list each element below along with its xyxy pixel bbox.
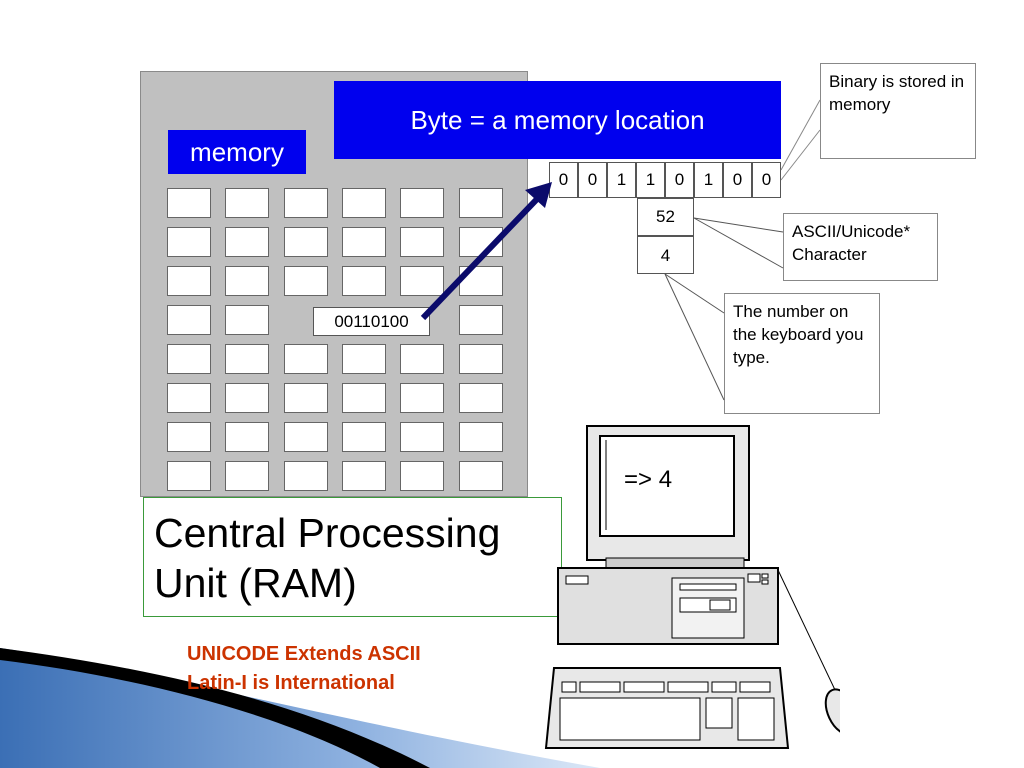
memory-cell <box>284 383 328 413</box>
memory-cell <box>167 227 211 257</box>
memory-cell <box>284 422 328 452</box>
note-number-keyboard: The number on the keyboard you type. <box>724 293 880 414</box>
memory-cell <box>342 266 386 296</box>
memory-cell <box>225 422 269 452</box>
ascii-value-box: 52 <box>637 198 694 236</box>
note-binary-stored: Binary is stored in memory <box>820 63 976 159</box>
memory-cell <box>225 461 269 491</box>
memory-cell <box>342 227 386 257</box>
bit-cell: 1 <box>607 162 636 198</box>
character-value-box: 4 <box>637 236 694 274</box>
memory-cell <box>400 227 444 257</box>
memory-cell <box>284 344 328 374</box>
bit-cell: 0 <box>549 162 578 198</box>
memory-cell <box>225 344 269 374</box>
note-ascii-unicode: ASCII/Unicode* Character <box>783 213 938 281</box>
memory-cell <box>225 188 269 218</box>
cpu-label: Central Processing Unit (RAM) <box>154 510 501 606</box>
memory-cell <box>167 305 211 335</box>
byte-banner: Byte = a memory location <box>334 81 781 159</box>
memory-cell <box>342 344 386 374</box>
memory-cell <box>459 383 503 413</box>
bit-cell: 0 <box>752 162 781 198</box>
cpu-label-box: Central Processing Unit (RAM) <box>143 497 562 617</box>
bit-cell: 1 <box>694 162 723 198</box>
memory-cell <box>225 305 269 335</box>
memory-cell <box>225 227 269 257</box>
memory-cell <box>400 422 444 452</box>
memory-cell <box>400 461 444 491</box>
memory-cell <box>225 383 269 413</box>
computer-illustration <box>544 425 840 749</box>
bit-cell: 1 <box>636 162 665 198</box>
memory-cell <box>284 266 328 296</box>
mouse <box>824 688 840 736</box>
memory-cell <box>284 461 328 491</box>
memory-cell <box>400 383 444 413</box>
memory-cell <box>225 266 269 296</box>
footer-line-1: UNICODE Extends ASCII <box>187 643 421 665</box>
memory-cell <box>167 266 211 296</box>
memory-cell <box>284 227 328 257</box>
memory-cell <box>167 344 211 374</box>
computer-case <box>557 567 779 645</box>
memory-cell <box>459 461 503 491</box>
memory-cell <box>459 305 503 335</box>
monitor-screen <box>599 435 735 537</box>
screen-text: => 4 <box>624 466 673 493</box>
bit-cell: 0 <box>723 162 752 198</box>
footer-line-2: Latin-I is International <box>187 672 395 694</box>
memory-cell <box>400 266 444 296</box>
memory-label: memory <box>168 130 306 174</box>
memory-cell <box>342 188 386 218</box>
memory-cell <box>167 422 211 452</box>
bit-cell: 0 <box>578 162 607 198</box>
memory-cell <box>459 188 503 218</box>
memory-cell <box>167 188 211 218</box>
memory-cell <box>459 344 503 374</box>
memory-cell <box>284 188 328 218</box>
memory-cell <box>342 422 386 452</box>
binary-value-cell: 00110100 <box>313 307 430 336</box>
memory-cell <box>167 383 211 413</box>
memory-cell <box>342 383 386 413</box>
bit-cell: 0 <box>665 162 694 198</box>
memory-cell <box>400 344 444 374</box>
memory-cell <box>167 461 211 491</box>
memory-cell <box>342 461 386 491</box>
memory-cell <box>459 422 503 452</box>
memory-cell <box>400 188 444 218</box>
